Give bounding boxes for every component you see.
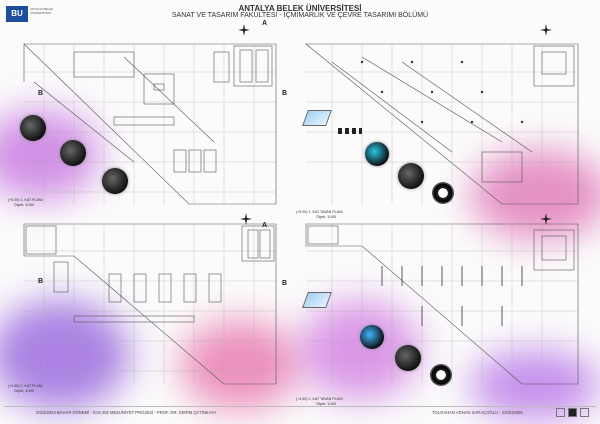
spotlight-track-fixture-1	[338, 128, 362, 134]
floor-2-plan	[23, 223, 277, 385]
render-thumbnail-1	[20, 115, 46, 141]
footer-divider	[4, 406, 596, 407]
ceiling-2-plan-label: (+4.50) 2. KAT TAVAN PLANI	[296, 397, 343, 401]
footer-square-2	[568, 408, 577, 417]
floor-2-plan-scale: Ölçek: 1/100	[14, 389, 35, 393]
bg-glow-right-low	[470, 350, 600, 420]
ceiling-2-plan	[305, 223, 579, 385]
logo-subtitle: ANTALYA BELEK ÜNİVERSİTESİ	[30, 7, 54, 15]
north-arrow-icon-4	[540, 213, 552, 225]
floor-2-plan-label: (+4.50) 2. KAT PLANI	[8, 384, 43, 388]
footer-student-info: TOLGAHAN ADNAN SARAÇOĞLU - 210015006	[432, 410, 523, 415]
north-arrow-icon-3	[240, 213, 252, 225]
bg-glow-mid-bottom	[180, 320, 300, 410]
round-lamp-fixture-1	[432, 182, 454, 204]
round-lamp-fixture-2	[430, 364, 452, 386]
footer-course-info: 2023/2024 BAHAR DÖNEMİ - İCM 402 MEZUNİY…	[36, 410, 217, 415]
render-thumbnail-3	[102, 168, 128, 194]
floor-2-section-mark-b-left: B	[38, 278, 44, 285]
floor-2-section-mark-a: A	[262, 222, 268, 229]
floor-1-plan	[23, 43, 277, 205]
university-title: ANTALYA BELEK ÜNİVERSİTESİ	[238, 4, 362, 13]
footer-square-3	[580, 408, 589, 417]
bg-glow-left-bottom	[0, 300, 130, 410]
bg-glow-right-mid	[470, 150, 600, 240]
ceiling-1-plan-label: (+0.00) 1. KAT TAVAN PLANI	[296, 210, 343, 214]
floor-1-plan-label: (+0.00) 1. KAT PLANI	[8, 198, 43, 202]
ceiling-render-thumbnail-3	[360, 325, 384, 349]
north-arrow-icon-1	[238, 24, 250, 36]
ceiling-render-thumbnail-4	[395, 345, 421, 371]
ceiling-render-thumbnail-1	[365, 142, 389, 166]
floor-2-section-mark-b-right: B	[282, 280, 288, 287]
sheet-header: BU ANTALYA BELEK ÜNİVERSİTESİ ANTALYA BE…	[0, 0, 600, 40]
faculty-title: SANAT VE TASARIM FAKÜLTESİ - İÇMİMARLIK …	[171, 12, 429, 19]
ceiling-1-plan	[305, 43, 579, 205]
floor-1-plan-scale: Ölçek: 1/100	[14, 203, 35, 207]
north-arrow-icon-2	[540, 24, 552, 36]
ceiling-2-plan-scale: Ölçek: 1/100	[316, 402, 337, 406]
university-logo: BU	[6, 6, 28, 22]
floor-1-section-mark-b-right: B	[282, 90, 288, 97]
ceiling-1-plan-scale: Ölçek: 1/100	[316, 215, 337, 219]
footer-square-1	[556, 408, 565, 417]
ceiling-render-thumbnail-2	[398, 163, 424, 189]
floor-1-section-mark-b-left: B	[38, 90, 44, 97]
render-thumbnail-2	[60, 140, 86, 166]
floor-1-section-mark-a: A	[262, 20, 268, 27]
